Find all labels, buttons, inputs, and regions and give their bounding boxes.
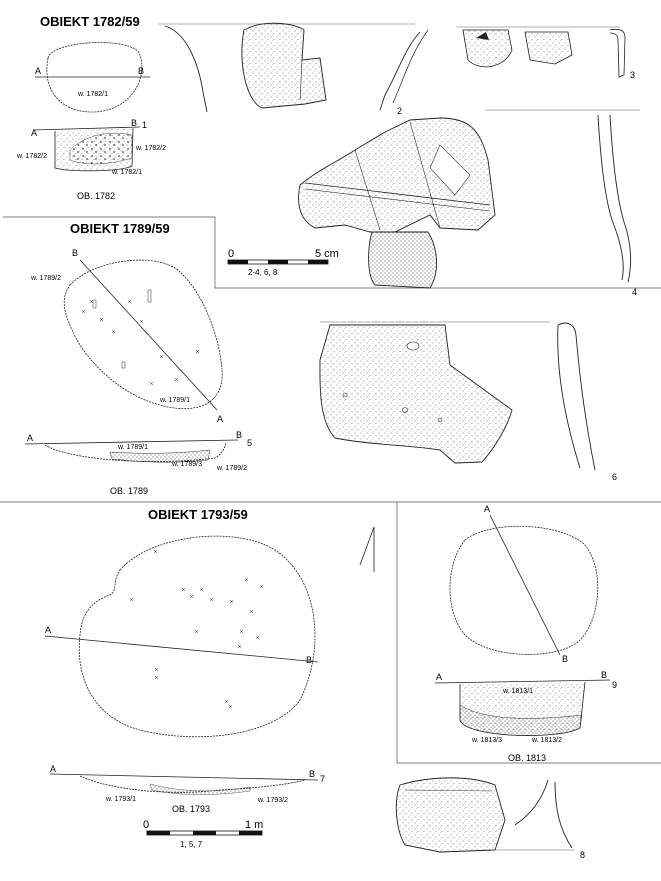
obiekt-1789-section-layer2: w. 1789/2 — [216, 465, 247, 472]
obiekt-1789-caption: OB. 1789 — [110, 486, 148, 496]
obiekt-1813-plan — [449, 525, 599, 655]
obiekt-1789-plan-section-line — [79, 259, 218, 411]
find-3-number: 3 — [630, 70, 635, 80]
obiekt-1789-find-markers — [81, 299, 200, 386]
obiekt-1793-section-layer2: w. 1793/2 — [257, 797, 288, 804]
obiekt-1793-section-line — [49, 773, 319, 781]
scale-bar-5cm: 0 5 cm 2-4, 6, 8 — [227, 248, 339, 277]
obiekt-1813-section-layer3: w. 1813/3 — [471, 737, 502, 744]
obiekt-1789-plan-label-a: A — [217, 414, 223, 424]
obiekt-1789-plan — [63, 259, 223, 410]
obiekt-1782-section-line — [32, 126, 141, 131]
obiekt-1793-plan-section-line — [44, 635, 319, 663]
obiekt-1782-plan-label-b: B — [138, 66, 144, 76]
obiekt-1813-section-number: 9 — [612, 680, 617, 690]
obiekt-1782-section-label-a: A — [31, 128, 37, 138]
obiekt-1782-section-label-b: B — [131, 118, 137, 128]
obiekt-1813-section-line — [434, 679, 611, 684]
scale-small-end: 5 cm — [315, 248, 339, 260]
obiekt-1789-section-label-b: B — [236, 430, 242, 440]
obiekt-1789-section-layer1: w. 1789/1 — [117, 444, 148, 451]
obiekt-1782-section-number: 1 — [142, 120, 147, 130]
scale-large-applies-to: 1, 5, 7 — [180, 840, 203, 849]
obiekt-1789-section-layer3: w. 1789/3 — [171, 461, 202, 468]
obiekt-1782-plan-layer-label: w. 1782/1 — [77, 91, 108, 98]
find-8: 8 — [395, 777, 585, 860]
find-4-number: 4 — [632, 287, 637, 297]
obiekt-1813-plan-label-b: B — [562, 654, 568, 664]
find-8-number: 8 — [580, 850, 585, 860]
find-2: 2 — [158, 22, 429, 116]
obiekt-1782-section-layer2 — [69, 132, 133, 165]
obiekt-1813-plan-section-line — [489, 514, 561, 656]
obiekt-1793-section-number: 7 — [320, 774, 325, 784]
obiekt-1813-plan-label-a: A — [484, 504, 490, 514]
scale-small-zero: 0 — [228, 248, 234, 260]
obiekt-1813-group: A B A B 9 w. 1813/1 w. 1813/3 w. 1813/2 … — [434, 504, 617, 763]
obiekt-1793-section-layer1: w. 1793/1 — [105, 796, 136, 803]
obiekt-1793-plan-label-a: A — [45, 625, 51, 635]
obiekt-1793-find-markers — [129, 549, 264, 709]
obiekt-1789-section-layer3 — [109, 449, 211, 463]
obiekt-1782-plan — [46, 42, 143, 113]
panel-borders — [0, 216, 661, 764]
obiekt-1793-section-label-b: B — [309, 769, 315, 779]
obiekt-1789-plan-label-b: B — [72, 248, 78, 258]
obiekt-1782-title: OBIEKT 1782/59 — [40, 14, 140, 29]
obiekt-1782-group: OBIEKT 1782/59 A B w. 1782/1 A B 1 w. 17… — [16, 14, 166, 201]
obiekt-1813-section-layer2: w. 1813/2 — [531, 737, 562, 744]
find-6: 6 — [319, 321, 617, 482]
north-arrow — [359, 526, 375, 572]
obiekt-1782-caption: OB. 1782 — [77, 191, 115, 201]
obiekt-1813-section-label-b: B — [601, 670, 607, 680]
obiekt-1782-section-layer2-right: w. 1782/2 — [135, 145, 166, 152]
obiekt-1813-section-label-a: A — [436, 672, 442, 682]
find-2-number: 2 — [397, 106, 402, 116]
obiekt-1789-section-number: 5 — [247, 438, 252, 448]
scale-small-applies-to: 2-4, 6, 8 — [248, 268, 278, 277]
obiekt-1793-section-fill — [149, 783, 251, 795]
obiekt-1782-section-layer1: w. 1782/1 — [111, 169, 142, 176]
obiekt-1782-section-layer2-left: w. 1782/2 — [16, 153, 47, 160]
obiekt-1793-caption: OB. 1793 — [172, 804, 210, 814]
obiekt-1789-plan-layer2: w. 1789/2 — [30, 275, 61, 282]
obiekt-1793-plan-label-b: B — [306, 655, 312, 665]
find-3: 3 — [456, 26, 635, 80]
obiekt-1782-plan-label-a: A — [35, 66, 41, 76]
obiekt-1789-plan-layer1: w. 1789/1 — [159, 397, 190, 404]
obiekt-1793-group: OBIEKT 1793/59 A B A B 7 w. 1793/1 w. 17… — [44, 507, 325, 814]
find-4: 4 — [298, 109, 640, 297]
scale-large-end: 1 m — [245, 819, 263, 831]
obiekt-1789-section-line — [24, 439, 239, 445]
find-6-number: 6 — [612, 472, 617, 482]
obiekt-1813-section-layer1: w. 1813/1 — [502, 688, 533, 695]
obiekt-1813-caption: OB. 1813 — [508, 753, 546, 763]
obiekt-1793-section-profile — [79, 775, 306, 793]
obiekt-1789-title: OBIEKT 1789/59 — [70, 221, 170, 236]
obiekt-1789-section-profile — [44, 441, 227, 462]
obiekt-1813-section-layer3 — [459, 704, 583, 736]
obiekt-1789-group: OBIEKT 1789/59 B A w. 1789/2 w. 1789/1 A… — [24, 221, 252, 496]
obiekt-1789-section-label-a: A — [27, 433, 33, 443]
scale-large-zero: 0 — [143, 819, 149, 831]
scale-bar-1m: 0 1 m 1, 5, 7 — [143, 819, 263, 849]
obiekt-1793-title: OBIEKT 1793/59 — [148, 507, 248, 522]
obiekt-1793-plan — [78, 535, 316, 738]
obiekt-1793-section-label-a: A — [50, 764, 56, 774]
